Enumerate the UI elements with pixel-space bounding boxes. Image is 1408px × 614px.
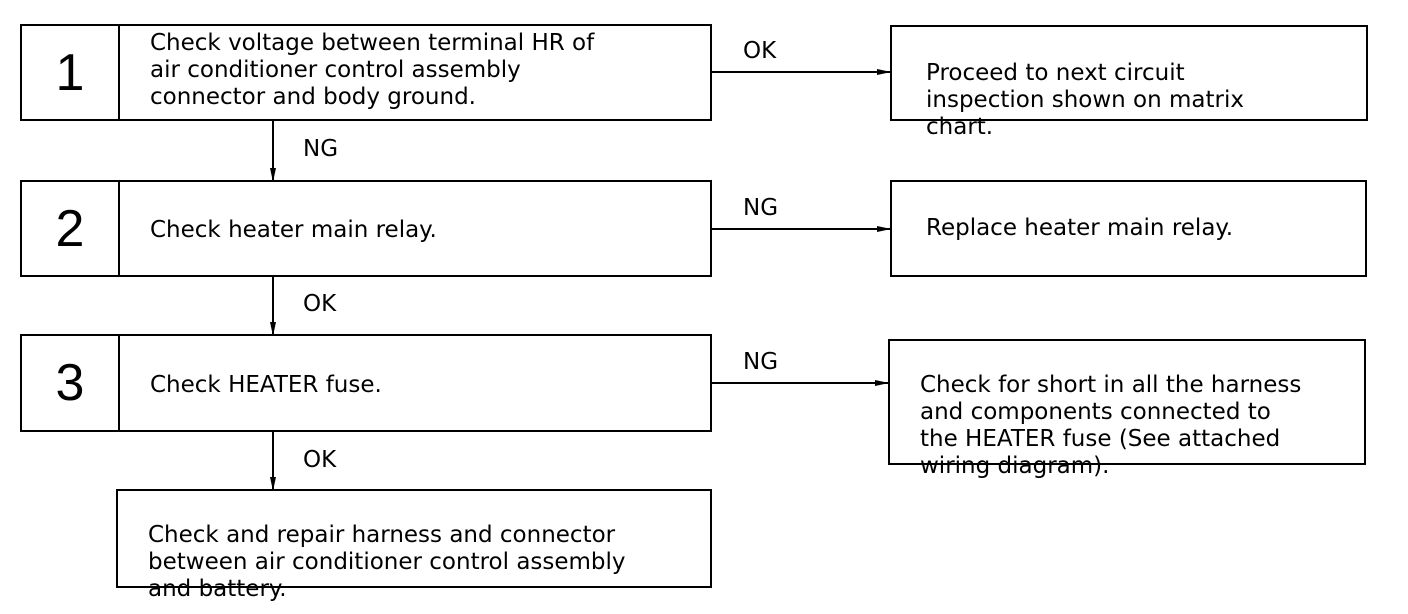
result-2-text: Replace heater main relay. <box>926 215 1234 241</box>
label-step3-ng: NG <box>743 349 779 375</box>
label-step2-ng: NG <box>743 195 779 221</box>
final-repair-text: Check and repair harness and connector b… <box>148 522 626 602</box>
final-repair-box: Check and repair harness and connector b… <box>116 489 712 602</box>
result-1-text: Proceed to next circuit inspection shown… <box>926 60 1244 140</box>
step-3-number: 3 <box>22 336 120 430</box>
step-2-text: Check heater main relay. <box>150 217 437 243</box>
label-step2-ok: OK <box>303 291 337 317</box>
label-step1-ng: NG <box>303 136 339 162</box>
step-2-number: 2 <box>22 182 120 275</box>
result-2-box: Replace heater main relay. <box>890 180 1367 277</box>
step-3-box: 3 Check HEATER fuse. <box>20 334 712 432</box>
step-1-number: 1 <box>22 26 120 119</box>
result-1-box: Proceed to next circuit inspection shown… <box>890 25 1368 140</box>
step-2-box: 2 Check heater main relay. <box>20 180 712 277</box>
step-3-text: Check HEATER fuse. <box>150 371 382 398</box>
label-step1-ok: OK <box>743 38 777 64</box>
label-step3-ok: OK <box>303 447 337 473</box>
step-1-box: 1 Check voltage between terminal HR of a… <box>20 24 712 121</box>
result-3-text: Check for short in all the harness and c… <box>920 372 1302 479</box>
result-3-box: Check for short in all the harness and c… <box>888 339 1366 479</box>
step-1-text: Check voltage between terminal HR of air… <box>150 30 595 110</box>
